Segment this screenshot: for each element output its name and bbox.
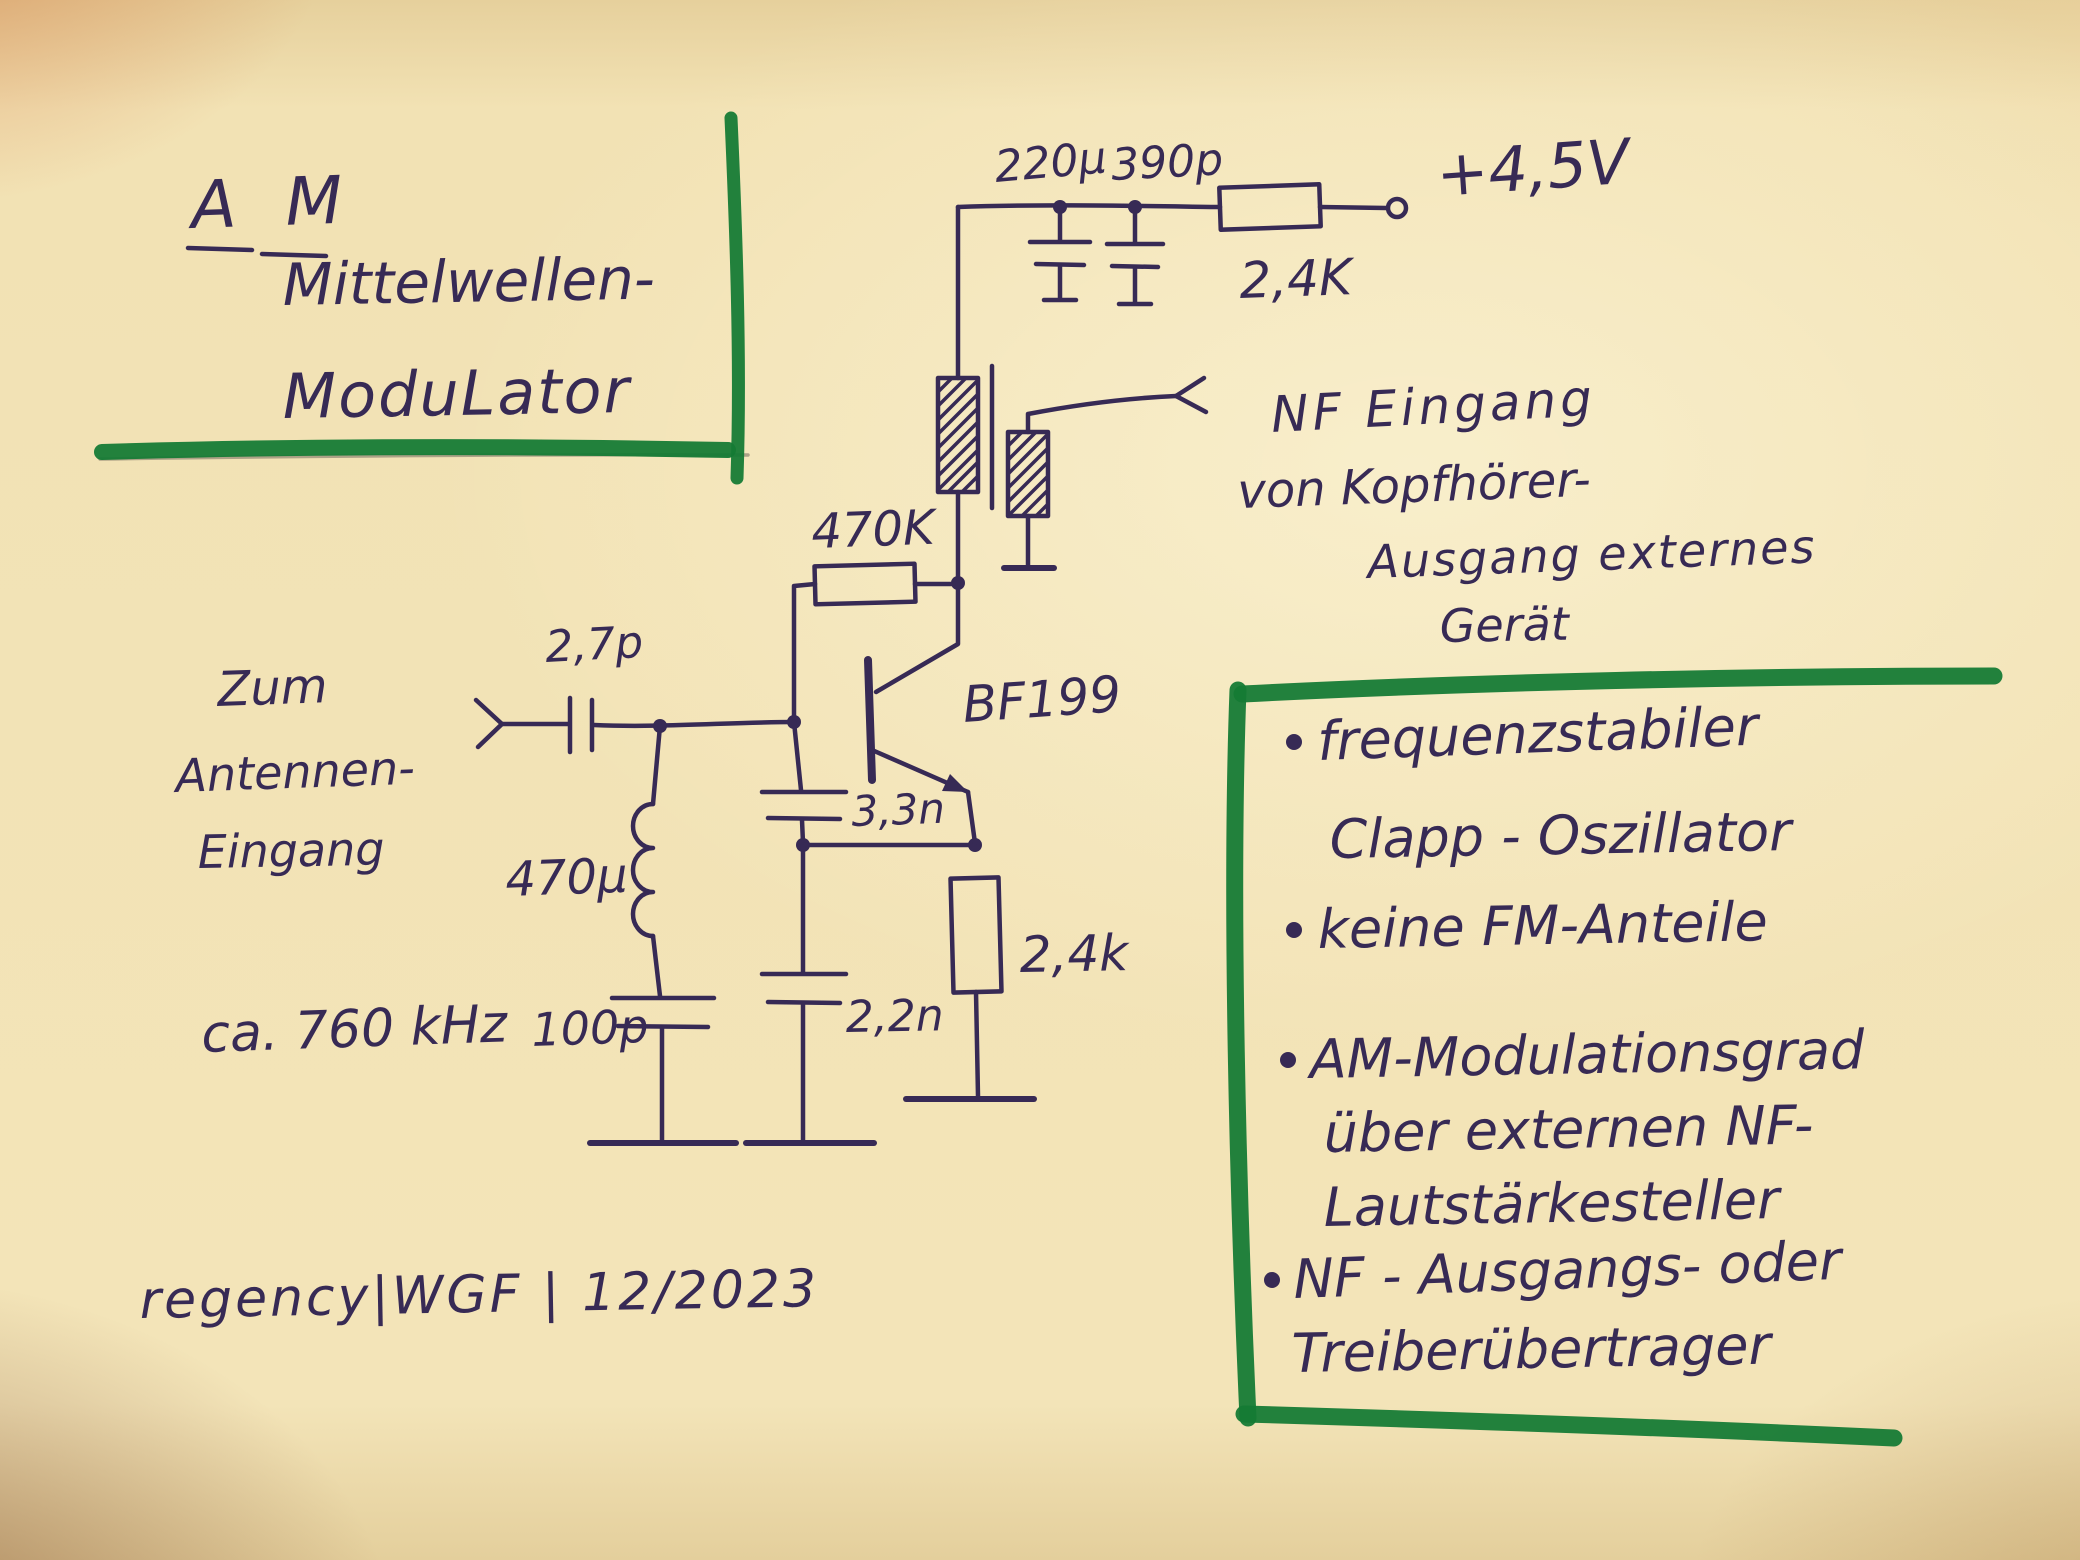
bullet-dot xyxy=(1286,734,1302,750)
label-l470u: 470µ xyxy=(504,848,628,908)
capacitor-33n xyxy=(759,789,849,822)
label-r24k-collector: 2,4K xyxy=(1238,248,1356,310)
supply-terminal xyxy=(1385,196,1409,220)
wire-nf-input xyxy=(1025,393,1179,435)
green-marker xyxy=(94,111,2003,1447)
resistor-24k-emitter-body xyxy=(948,875,1004,995)
emitter-arrowhead xyxy=(942,774,968,792)
wire-base-to-33n xyxy=(791,719,804,793)
title-line-2: Mittelwellen- xyxy=(282,245,655,319)
note-1-line-2: Clapp - Oszillator xyxy=(1329,800,1794,871)
junction-dot xyxy=(1128,200,1142,214)
note-4-line-2: Treiberübertrager xyxy=(1291,1314,1774,1385)
label-c22n: 2,2n xyxy=(845,990,944,1043)
title-am-underline-a xyxy=(185,245,255,253)
resistor-470k-body xyxy=(812,561,918,607)
transistor-bf199-symbol xyxy=(864,580,971,795)
title-side-marker xyxy=(724,111,745,485)
antenna-input-chevron xyxy=(473,697,505,750)
wire-coil-to-100p xyxy=(650,933,663,999)
label-antenna-line3: Eingang xyxy=(197,822,385,879)
wire-emitter-to-node xyxy=(965,789,978,846)
label-c220u: 220µ xyxy=(993,132,1109,193)
schematic xyxy=(473,182,1409,1146)
wire-supply-rail xyxy=(955,203,1223,210)
label-c390p: 390p xyxy=(1110,134,1224,191)
notes-list: frequenzstabiler Clapp - Oszillator kein… xyxy=(1264,695,1866,1385)
title-am-underline-m xyxy=(259,251,329,259)
wire-collector xyxy=(873,580,961,695)
wire-470k-to-base xyxy=(791,581,818,723)
wire-base-to-coil xyxy=(650,723,663,807)
wire-24k-to-ground xyxy=(973,989,981,1099)
capacitor-22n xyxy=(759,971,849,1006)
junction-dot xyxy=(1053,200,1067,214)
label-nf-line1: NF Eingang xyxy=(1270,369,1598,444)
label-c100p: 100p xyxy=(530,999,649,1057)
notes-bracket-top xyxy=(1233,667,2003,703)
bullet-dot xyxy=(1264,1272,1280,1288)
capacitor-390p xyxy=(1104,204,1166,307)
note-2: keine FM-Anteile xyxy=(1317,890,1768,961)
label-r470k: 470K xyxy=(810,500,938,560)
transformer-secondary xyxy=(1005,429,1051,519)
label-c33n: 3,3n xyxy=(851,784,946,836)
inductor-470u-coil xyxy=(630,801,656,939)
label-antenna-line2: Antennen- xyxy=(172,741,416,803)
note-4-line-1: NF - Ausgangs- oder xyxy=(1292,1229,1845,1311)
notes-bracket-vertical xyxy=(1226,681,1257,1427)
bullet-dot xyxy=(1280,1052,1296,1068)
note-3-line-2: über externen NF- xyxy=(1323,1093,1814,1165)
schematic-labels: 220µ 390p +4,5V 2,4K NF Eingang von Kopf… xyxy=(172,124,1818,1065)
wire-rail-to-terminal xyxy=(1317,204,1389,211)
resistor-24k-collector-body xyxy=(1217,182,1323,232)
transistor-bar xyxy=(864,656,876,784)
label-antenna-line1: Zum xyxy=(214,658,328,718)
label-nf-line4: Gerät xyxy=(1439,597,1571,653)
label-supply: +4,5V xyxy=(1434,124,1636,211)
bullet-dot xyxy=(1286,922,1302,938)
label-frequency: ca. 760 kHz xyxy=(200,994,509,1065)
capacitor-27p xyxy=(567,695,595,755)
transformer-primary xyxy=(935,375,981,495)
note-1-line-1: frequenzstabiler xyxy=(1316,695,1762,773)
title-underline-marker xyxy=(94,439,736,460)
label-c27p: 2,7p xyxy=(544,617,644,673)
note-3-line-1: AM-Modulationsgrad xyxy=(1306,1018,1865,1091)
label-r24k-emitter: 2,4k xyxy=(1019,924,1131,984)
title-block: A M Mittelwellen- ModuLator xyxy=(185,161,655,433)
nf-input-chevron xyxy=(1173,375,1209,415)
label-nf-line3: Ausgang externes xyxy=(1364,519,1818,589)
wire-base xyxy=(591,719,797,729)
label-transistor: BF199 xyxy=(961,665,1123,734)
label-nf-line2: von Kopfhörer- xyxy=(1236,452,1591,520)
signature: regency|WGF | 12/2023 xyxy=(139,1259,819,1331)
title-line-1: A M xyxy=(186,161,358,244)
note-3-line-3: Lautstärkesteller xyxy=(1323,1168,1782,1239)
capacitor-220u xyxy=(1027,204,1093,303)
notes-bracket-bottom xyxy=(1235,1405,1903,1447)
title-line-3: ModuLator xyxy=(282,354,633,433)
